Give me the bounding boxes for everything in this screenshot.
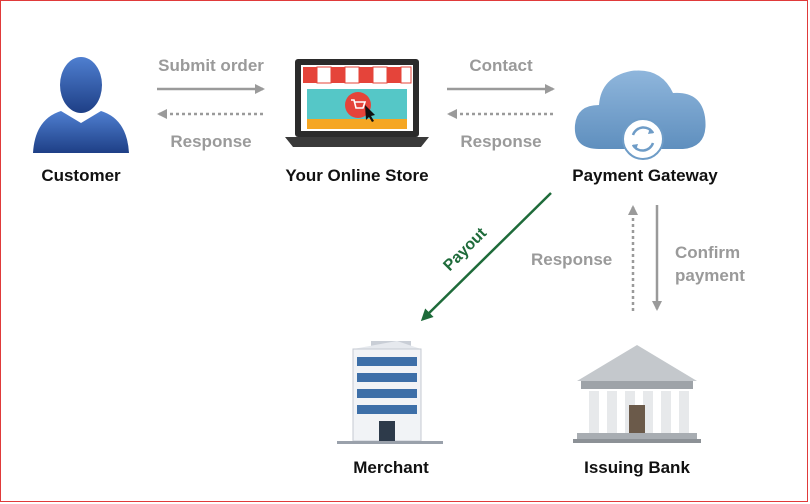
customer-icon <box>33 57 129 153</box>
store-response-label: Response <box>460 132 542 151</box>
customer-label: Customer <box>41 166 121 185</box>
gateway-label: Payment Gateway <box>572 166 718 185</box>
payment-gateway-icon <box>574 70 706 160</box>
contact-label: Contact <box>469 56 533 75</box>
issuing-bank-icon <box>573 345 701 443</box>
payout-arrow <box>420 192 552 322</box>
merchant-label: Merchant <box>353 458 429 477</box>
bank-response-label: Response <box>531 250 613 269</box>
customer-response-label: Response <box>170 132 252 151</box>
merchant-icon <box>337 341 443 444</box>
store-label: Your Online Store <box>285 166 429 185</box>
confirm-payment-label: Confirm payment <box>675 243 745 285</box>
online-store-icon <box>285 59 429 147</box>
submit-order-label: Submit order <box>158 56 264 75</box>
bank-label: Issuing Bank <box>584 458 690 477</box>
